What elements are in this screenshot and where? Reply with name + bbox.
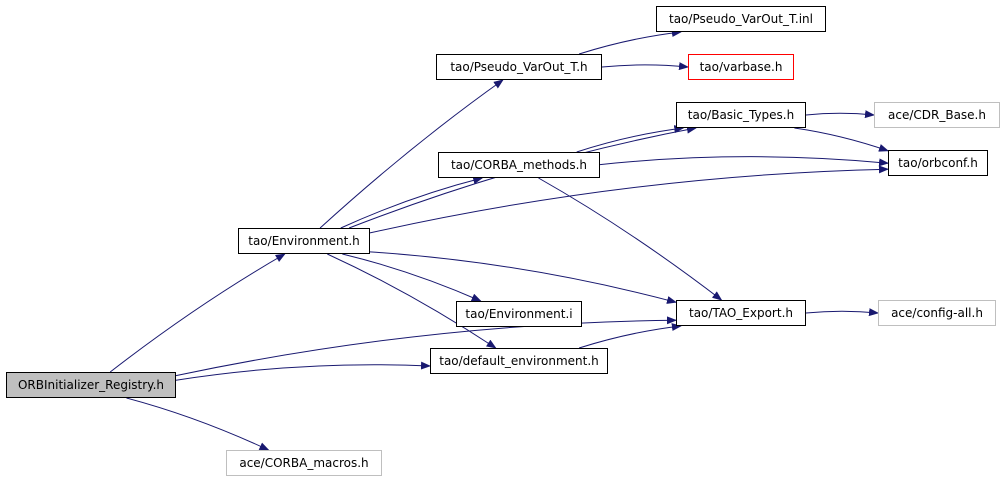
edge-env_h-to-orbconf [369,165,889,234]
node-orbinit: ORBInitializer_Registry.h [6,372,176,398]
node-config-all[interactable]: ace/config-all.h [878,300,996,326]
edge-orbinit-to-tao_export [175,316,677,377]
edge-pseudo_h-to-varbase [601,62,689,71]
node-label: tao/default_environment.h [439,354,599,368]
edge-env_h-to-basic_types [348,125,697,229]
node-label: tao/orbconf.h [898,156,978,170]
node-label: tao/Pseudo_VarOut_T.inl [669,12,813,26]
edge-default_env-to-tao_export [578,323,682,349]
node-label: ace/config-all.h [891,306,983,320]
node-varbase[interactable]: tao/varbase.h [688,54,794,80]
edge-corba_methods-to-orbconf [599,156,889,167]
edge-env_h-to-tao_export [369,251,677,304]
edge-orbinit-to-env_h [109,253,286,373]
node-label: ORBInitializer_Registry.h [17,378,164,392]
node-env-h[interactable]: tao/Environment.h [238,228,370,254]
edge-orbinit-to-corba_macros [126,397,270,451]
node-label: tao/Environment.i [465,307,573,321]
node-label: ace/CDR_Base.h [888,108,986,122]
node-corba-methods[interactable]: tao/CORBA_methods.h [438,152,600,178]
edge-pseudo_h-to-pseudo_inl [578,29,682,55]
node-corba-macros[interactable]: ace/CORBA_macros.h [226,450,382,476]
node-default-env[interactable]: tao/default_environment.h [430,348,608,374]
edge-env_h-to-default_env [327,253,497,349]
node-label: tao/CORBA_methods.h [450,158,588,172]
node-label: tao/Basic_Types.h [687,108,795,122]
edge-corba_methods-to-tao_export [538,177,723,301]
edge-basic_types-to-cdr_base [805,110,875,119]
node-label: ace/CORBA_macros.h [239,456,369,470]
edge-tao_export-to-config_all [805,308,879,317]
edge-env_h-to-pseudo_h [319,79,504,229]
node-cdr-base[interactable]: ace/CDR_Base.h [874,102,1000,128]
node-label: tao/Pseudo_VarOut_T.h [450,60,588,74]
node-env-i[interactable]: tao/Environment.i [456,301,582,327]
node-label: tao/TAO_Export.h [689,306,793,320]
node-pseudo-h[interactable]: tao/Pseudo_VarOut_T.h [436,54,602,80]
node-label: tao/varbase.h [699,60,783,74]
node-orbconf[interactable]: tao/orbconf.h [888,150,988,176]
node-tao-export[interactable]: tao/TAO_Export.h [676,300,806,326]
edge-basic_types-to-orbconf [794,127,889,152]
edge-env_h-to-env_i [342,253,482,302]
node-label: tao/Environment.h [248,234,360,248]
edge-orbinit-to-default_env [175,361,431,381]
node-basic-types[interactable]: tao/Basic_Types.h [676,102,806,128]
edge-corba_methods-to-basic_types [576,125,685,153]
node-pseudo-inl[interactable]: tao/Pseudo_VarOut_T.inl [656,6,826,32]
edge-env_h-to-corba_methods [340,176,484,229]
